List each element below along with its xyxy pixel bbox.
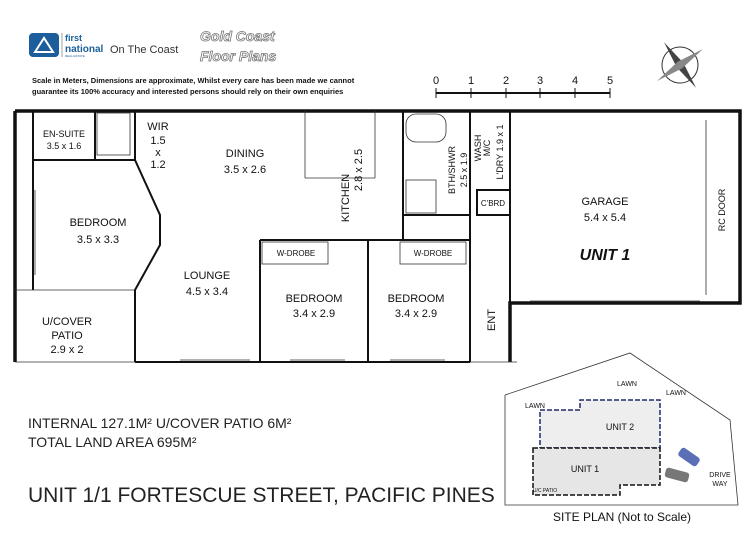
site-way-label: WAY [712,481,727,488]
room-kitchen-dim: 2.8 x 2.5 [353,149,365,191]
room-bedroom1-label: BEDROOM [70,217,127,229]
room-bedroom1-dim: 3.5 x 3.3 [77,234,119,246]
room-dining-label: DINING [226,148,265,160]
office-name: On The Coast [110,44,178,56]
site-lawn-label: LAWN [525,403,545,410]
site-patio-label: U/C PATIO [533,488,557,494]
scale-bar: 0 1 2 3 4 5 [433,75,613,98]
room-lounge-label: LOUNGE [184,270,230,282]
room-bedroom2-label: BEDROOM [286,293,343,305]
wardrobe-label: W-DROBE [414,249,453,258]
site-unit2 [539,399,661,449]
title-line-1: Gold Coast [200,28,276,44]
room-dining-dim: 3.5 x 2.6 [224,164,266,176]
land-area: TOTAL LAND AREA 695M² [28,434,197,450]
brand-first: first [65,33,82,43]
garage-door-label: RC DOOR [717,188,727,231]
internal-area: INTERNAL 127.1M² U/COVER PATIO 6M² [28,415,292,431]
wardrobe-label: W-DROBE [277,249,316,258]
room-garage-label: GARAGE [581,196,628,208]
title-line-2: Floor Plans [200,48,276,64]
site-unit1 [532,447,661,496]
scale-tick: 3 [537,75,543,87]
room-wir-dim2: 1.2 [150,159,165,171]
disclaimer-line-1: Scale in Meters, Dimensions are approxim… [32,76,355,85]
room-garage-dim: 5.4 x 5.4 [584,212,626,224]
room-wir-label: WIR [147,121,168,133]
room-wash-label: WASH [473,135,483,162]
site-unit1-label: UNIT 1 [571,464,599,474]
first-national-logo: first national REAL ESTATE On The Coast [29,33,178,58]
room-kitchen-label: KITCHEN [340,174,352,222]
room-ensuite-dim: 3.5 x 1.6 [47,141,82,151]
site-lawn-label: LAWN [666,390,686,397]
unit-label: UNIT 1 [580,247,631,264]
room-bedroom3-label: BEDROOM [388,293,445,305]
room-entry-label: ENT [486,309,498,331]
scale-tick: 0 [433,75,439,87]
room-bedroom2-dim: 3.4 x 2.9 [293,308,335,320]
scale-tick: 2 [503,75,509,87]
site-plan: UNIT 2 UNIT 1 LAWN LAWN LAWN U/C PATIO D… [504,352,739,524]
room-lounge-dim: 4.5 x 3.4 [186,286,228,298]
brand-sub: REAL ESTATE [65,54,85,58]
site-drive-label: DRIVE [709,472,731,479]
room-wir-x: x [155,147,161,159]
room-mc-label: M/C [482,139,492,156]
site-lawn-label: LAWN [617,381,637,388]
room-wir-dim1: 1.5 [150,135,165,147]
interior-walls [33,111,707,362]
room-ensuite-label: EN-SUITE [43,129,85,139]
property-address: UNIT 1/1 FORTESCUE STREET, PACIFIC PINES [28,484,495,507]
room-patio-label2: PATIO [51,330,83,342]
scale-tick: 5 [607,75,613,87]
room-bedroom3-dim: 3.4 x 2.9 [395,308,437,320]
disclaimer-line-2: guarantee its 100% accuracy and interest… [32,87,343,96]
room-patio-dim: 2.9 x 2 [50,344,83,356]
brand-national: national [65,44,104,55]
room-bath-dim: 2.5 x 1.9 [459,153,469,188]
car-icon [664,467,690,483]
scale-tick: 1 [468,75,474,87]
room-bath-label: BTH/SHWR [447,146,457,194]
car-icon [678,447,700,467]
compass-rose-icon [657,42,703,88]
room-laundry-label: L'DRY 1.9 x 1 [495,125,505,180]
scale-tick: 4 [572,75,578,87]
room-patio-label1: U/COVER [42,316,92,328]
room-cupboard-label: C'BRD [481,199,505,208]
site-unit2-label: UNIT 2 [606,422,634,432]
exterior-walls [13,109,742,363]
site-plan-title: SITE PLAN (Not to Scale) [553,510,691,524]
